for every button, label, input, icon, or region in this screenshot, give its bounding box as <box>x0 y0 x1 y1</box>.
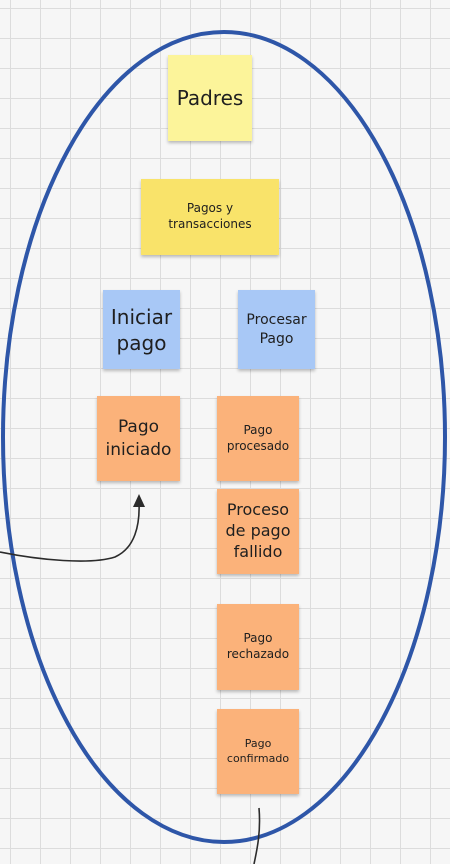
sticky-note-pago-rechazado[interactable]: Pago rechazado <box>217 604 299 690</box>
sticky-note-pagos-y-transacciones[interactable]: Pagos y transacciones <box>141 179 279 255</box>
sticky-note-pago-confirmado[interactable]: Pago confirmado <box>217 709 299 794</box>
sticky-note-procesar-pago[interactable]: Procesar Pago <box>238 290 315 369</box>
sticky-note-pago-iniciado[interactable]: Pago iniciado <box>97 396 180 481</box>
sticky-note-padres[interactable]: Padres <box>168 55 252 141</box>
sticky-note-pago-procesado[interactable]: Pago procesado <box>217 396 299 481</box>
sticky-note-proceso-de-pago-fallido[interactable]: Proceso de pago fallido <box>217 489 299 574</box>
sticky-note-iniciar-pago[interactable]: Iniciar pago <box>103 290 180 369</box>
